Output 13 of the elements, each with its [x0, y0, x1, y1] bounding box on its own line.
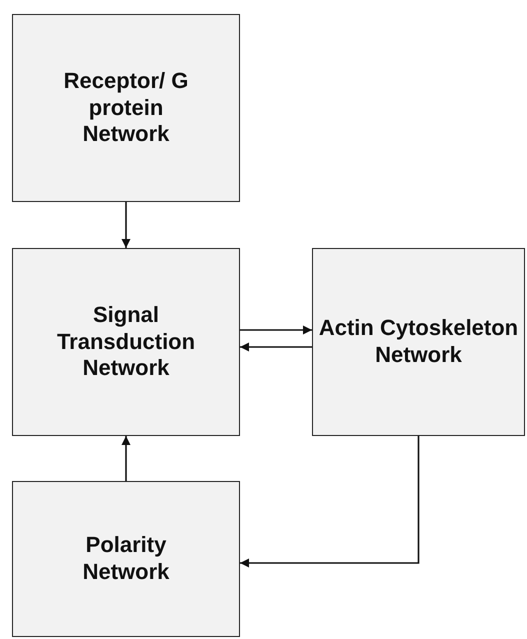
node-label: Actin Cytoskeleton Network	[318, 315, 518, 369]
arrow	[240, 436, 420, 568]
network-box	[12, 248, 240, 436]
network-box	[12, 14, 240, 202]
network-box	[12, 481, 240, 637]
arrow	[122, 202, 130, 248]
node-label: Receptor/ G protein Network	[62, 68, 190, 148]
arrow	[122, 436, 130, 481]
node-label: Signal Transduction Network	[56, 302, 196, 382]
node-label: Polarity Network	[82, 532, 170, 586]
arrow	[240, 342, 312, 352]
network-box	[312, 248, 525, 436]
arrow	[240, 326, 312, 334]
